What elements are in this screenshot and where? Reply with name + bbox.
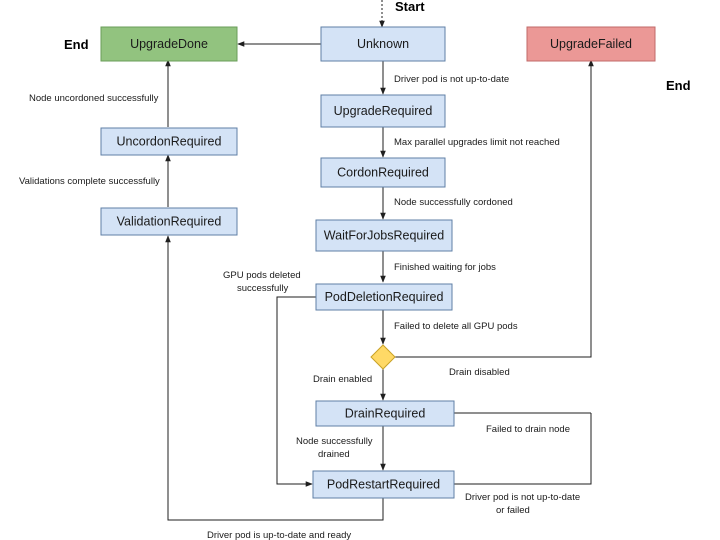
svg-text:DrainRequired: DrainRequired	[345, 407, 426, 421]
edge-poddel-to-restart	[276, 296, 316, 487]
node-upgrade-failed: UpgradeFailed	[526, 26, 656, 62]
node-drain-required: DrainRequired	[315, 400, 455, 427]
edge-label-driver-not-up-to-date: Driver pod is not up-to-date	[394, 74, 509, 85]
edge-restart-to-failed	[454, 413, 592, 485]
edge-label-max-parallel: Max parallel upgrades limit not reached	[394, 137, 560, 148]
svg-text:Unknown: Unknown	[357, 37, 409, 51]
svg-text:PodDeletionRequired: PodDeletionRequired	[325, 290, 444, 304]
node-uncordon-required: UncordonRequired	[100, 127, 238, 156]
edge-label-drain-enabled: Drain enabled	[313, 374, 372, 385]
svg-text:UpgradeFailed: UpgradeFailed	[550, 37, 632, 51]
edge-label-restart-failed-1: Driver pod is not up-to-date	[465, 492, 580, 503]
edge-label-finished-waiting: Finished waiting for jobs	[394, 262, 496, 273]
svg-text:PodRestartRequired: PodRestartRequired	[327, 478, 440, 492]
edge-restart-to-validation	[165, 235, 384, 521]
edge-label-drained-2: drained	[318, 449, 350, 460]
drain-decision-diamond	[370, 344, 396, 370]
svg-text:ValidationRequired: ValidationRequired	[117, 215, 222, 229]
svg-text:CordonRequired: CordonRequired	[337, 166, 429, 180]
node-wait-for-jobs-required: WaitForJobsRequired	[315, 219, 453, 252]
node-upgrade-done: UpgradeDone	[100, 26, 238, 62]
edge-label-up-to-date-ready: Driver pod is up-to-date and ready	[207, 530, 351, 540]
start-label: Start	[395, 0, 425, 14]
edge-label-gpu-deleted-2: successfully	[237, 283, 288, 294]
edge-label-gpu-deleted-1: GPU pods deleted	[223, 270, 301, 281]
svg-text:WaitForJobsRequired: WaitForJobsRequired	[324, 229, 444, 243]
edge-label-failed-delete: Failed to delete all GPU pods	[394, 321, 518, 332]
node-unknown: Unknown	[320, 26, 446, 62]
svg-text:UpgradeDone: UpgradeDone	[130, 37, 208, 51]
edge-label-drained-1: Node successfully	[296, 436, 373, 447]
edge-decision-to-failed	[395, 59, 594, 358]
edge-label-validations-complete: Validations complete successfully	[19, 176, 160, 187]
node-upgrade-required: UpgradeRequired	[320, 94, 446, 128]
end-label-left: End	[64, 37, 89, 52]
node-pod-restart-required: PodRestartRequired	[312, 470, 455, 499]
svg-text:UncordonRequired: UncordonRequired	[117, 135, 222, 149]
edge-label-uncordoned: Node uncordoned successfully	[29, 93, 159, 104]
node-validation-required: ValidationRequired	[100, 207, 238, 236]
edge-label-failed-drain: Failed to drain node	[486, 424, 570, 435]
end-label-right: End	[666, 78, 691, 93]
node-cordon-required: CordonRequired	[320, 157, 446, 188]
edge-label-drain-disabled: Drain disabled	[449, 367, 510, 378]
edge-label-restart-failed-2: or failed	[496, 505, 530, 516]
svg-text:UpgradeRequired: UpgradeRequired	[334, 104, 433, 118]
node-pod-deletion-required: PodDeletionRequired	[315, 283, 453, 311]
edge-label-cordoned: Node successfully cordoned	[394, 197, 513, 208]
